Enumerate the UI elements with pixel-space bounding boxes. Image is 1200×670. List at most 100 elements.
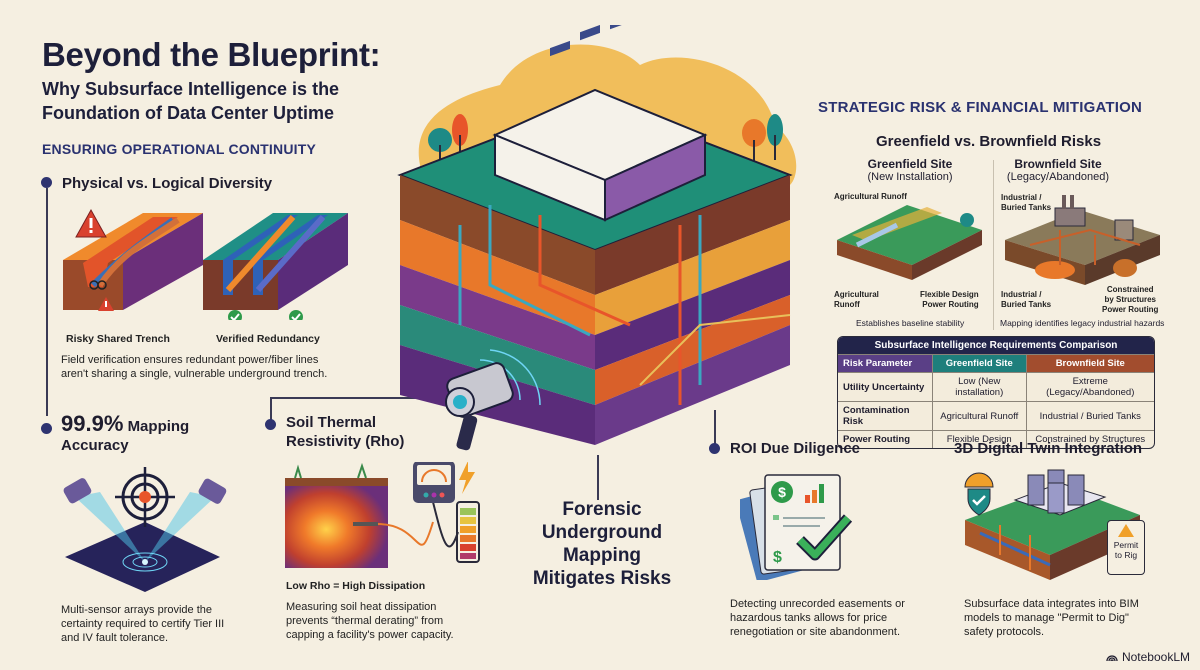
accuracy-description: Multi-sensor arrays provide the certaint… <box>61 603 224 645</box>
bf-label-line: Buried Tanks <box>1001 203 1052 212</box>
warning-icon <box>1118 524 1134 537</box>
permit-tag-line: Permit <box>1113 540 1139 550</box>
table-row: Power Routing Flexible Design Constraine… <box>838 431 1154 448</box>
center-connector <box>597 455 599 500</box>
section-heading-strategic-risk: STRATEGIC RISK & FINANCIAL MITIGATION <box>818 99 1143 116</box>
data-center-subsurface-illustration <box>397 25 797 445</box>
requirements-comparison-table: Subsurface Intelligence Requirements Com… <box>837 336 1155 449</box>
timeline-dot <box>709 443 720 454</box>
table-cell: Industrial / Buried Tanks <box>1026 402 1154 431</box>
check-icon <box>289 310 303 320</box>
target-crosshair-icon <box>115 467 175 527</box>
permit-tag: Permit to Rig <box>1107 520 1145 575</box>
greenfield-header: Greenfield Site (New Installation) <box>840 157 980 183</box>
table-cell: Low (New installation) <box>932 373 1027 402</box>
notebooklm-logo-icon <box>1106 655 1118 662</box>
svg-text:$: $ <box>778 484 786 500</box>
rho-caption: Low Rho = High Dissipation <box>286 580 426 592</box>
table-title: Subsurface Intelligence Requirements Com… <box>838 337 1154 355</box>
brownfield-illustration <box>1005 195 1160 285</box>
battery-icon <box>456 501 480 563</box>
center-caption: Forensic Underground Mapping Mitigates R… <box>522 498 682 590</box>
table-cell: Contamination Risk <box>838 402 933 431</box>
diversity-desc-line: aren't sharing a single, vulnerable unde… <box>61 368 328 380</box>
notebooklm-brand: NotebookLM <box>1106 650 1190 664</box>
brownfield-label-top: Industrial / Buried Tanks <box>1001 193 1051 213</box>
table-row: Contamination Risk Agricultural Runoff I… <box>838 402 1154 431</box>
tree-icon <box>428 128 452 165</box>
rho-connector <box>271 397 451 399</box>
rho-description: Measuring soil heat dissipation prevents… <box>286 600 454 642</box>
tree-icon <box>742 119 766 165</box>
digital-twin-illustration <box>964 469 1140 580</box>
sensor-icon <box>198 478 227 504</box>
data-center-building-icon <box>492 25 708 222</box>
roi-title: ROI Due Diligence <box>730 440 861 457</box>
accuracy-desc-line: Multi-sensor arrays provide the <box>61 604 213 616</box>
table-header-greenfield: Greenfield Site <box>932 355 1027 373</box>
ground-scanner-device <box>445 349 541 451</box>
server-rack-icon <box>1013 469 1107 516</box>
diversity-description: Field verification ensures redundant pow… <box>61 353 327 381</box>
roi-connector <box>714 410 716 445</box>
greenfield-label-bottom-left: Agricultural Runoff <box>834 290 879 309</box>
warning-icon <box>75 208 107 238</box>
diversity-title: Physical vs. Logical Diversity <box>62 175 273 192</box>
table-cell: Constrained by Structures <box>1035 434 1146 445</box>
diversity-desc-line: Field verification ensures redundant pow… <box>61 354 319 366</box>
accuracy-title: 99.9% Mapping Accuracy <box>61 411 190 455</box>
section-heading-operational-continuity: ENSURING OPERATIONAL CONTINUITY <box>42 141 317 157</box>
safety-helmet-shield-icon <box>964 472 994 516</box>
brownfield-label-right: Constrained by Structures Power Routing <box>1102 285 1158 315</box>
table-cell: Flexible Design <box>933 431 1027 448</box>
twin-desc-line: Subsurface data integrates into BIM <box>964 598 1139 610</box>
table-cell: Utility Uncertainty <box>838 373 933 402</box>
accuracy-title-line2: Accuracy <box>61 437 129 454</box>
accuracy-desc-line: certainty required to certify Tier III <box>61 618 225 630</box>
accuracy-desc-line: and IV fault tolerance. <box>61 632 169 644</box>
roi-desc-line: renegotiation or site abandonment. <box>730 626 901 638</box>
roi-description: Detecting unrecorded easements or hazard… <box>730 597 905 639</box>
gf-label-line: Flexible Design <box>920 290 979 299</box>
center-caption-line: Forensic <box>562 499 642 520</box>
checkmark-icon <box>796 514 853 561</box>
table-header-risk-parameter: Risk Parameter <box>838 355 933 373</box>
subtitle-line-1: Why Subsurface Intelligence is the <box>42 79 340 99</box>
twin-desc-line: models to manage "Permit to Dig" <box>964 612 1129 624</box>
greenfield-illustration <box>837 205 982 280</box>
timeline-dot <box>265 419 276 430</box>
bar-chart-icon <box>805 484 824 503</box>
trench-comparison-illustration <box>63 208 348 320</box>
soil-thermal-illustration <box>285 462 480 568</box>
sites-title: Greenfield vs. Brownfield Risks <box>876 133 1102 150</box>
table-cell: Extreme (Legacy/Abandoned) <box>1026 373 1154 402</box>
timeline-dot <box>41 423 52 434</box>
sensor-icon <box>63 478 92 504</box>
permit-tag-line: to Rig <box>1114 550 1138 560</box>
bf-label-line: Constrained <box>1106 285 1154 294</box>
risky-trench-label: Risky Shared Trench <box>66 333 170 345</box>
greenfield-name: Greenfield Site <box>867 157 953 171</box>
rho-desc-line: Measuring soil heat dissipation <box>286 601 437 613</box>
table-row: Utility Uncertainty Low (New installatio… <box>838 373 1154 402</box>
greenfield-label-bottom-right: Flexible Design Power Routing <box>920 290 979 310</box>
verified-redundancy-label: Verified Redundancy <box>216 333 320 345</box>
bf-label-line: Buried Tanks <box>1001 300 1052 309</box>
warning-icon-small <box>98 297 114 311</box>
rho-title-line1: Soil Thermal <box>286 414 377 431</box>
page-title: Beyond the Blueprint: <box>42 36 381 73</box>
roi-desc-line: hazardous tanks allows for price <box>730 612 888 624</box>
brownfield-sub: (Legacy/Abandoned) <box>1006 171 1110 183</box>
risky-trench-illustration <box>63 213 203 310</box>
center-caption-line: Mitigates Risks <box>532 568 672 589</box>
accuracy-stat: 99.9% <box>61 411 124 436</box>
financial-documents-illustration: $ $ <box>740 474 853 580</box>
verified-trench-illustration <box>203 213 348 310</box>
rho-desc-line: prevents “thermal derating” from <box>286 615 444 627</box>
timeline-connector <box>46 188 48 416</box>
accuracy-title-rest: Mapping <box>127 418 190 435</box>
bf-label-line: Industrial / <box>1001 290 1042 299</box>
center-caption-line: Underground <box>541 522 663 543</box>
lightning-icon <box>459 462 475 494</box>
gauge-meter-icon <box>413 462 455 503</box>
